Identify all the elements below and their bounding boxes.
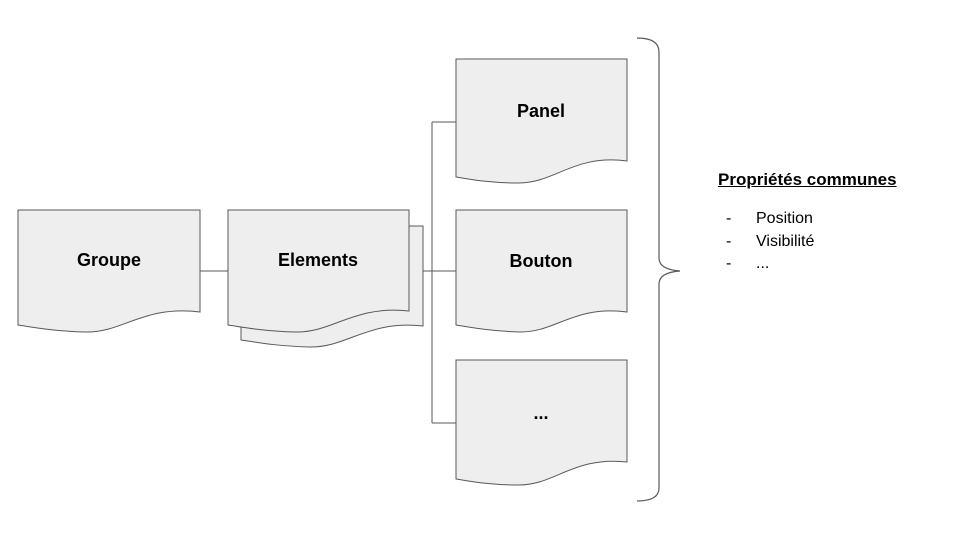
node-label-bouton: Bouton xyxy=(510,251,573,271)
document-shape xyxy=(455,209,628,333)
node-more: ... xyxy=(455,359,628,486)
common-properties: Propriétés communes - Position - Visibil… xyxy=(718,170,948,276)
document-shape xyxy=(455,58,628,184)
node-groupe: Groupe xyxy=(17,209,201,333)
node-elements: Elements xyxy=(227,209,424,348)
node-panel: Panel xyxy=(455,58,628,184)
node-label-more: ... xyxy=(533,403,548,423)
node-label-elements: Elements xyxy=(278,250,358,270)
node-label-panel: Panel xyxy=(517,101,565,121)
bullet-dash: - xyxy=(726,255,732,272)
properties-title: Propriétés communes xyxy=(718,170,897,189)
document-shape xyxy=(227,209,410,333)
curly-brace xyxy=(636,37,681,502)
list-item: - Position xyxy=(718,208,948,231)
property-label: ... xyxy=(756,255,770,272)
bullet-dash: - xyxy=(726,232,732,250)
document-shape xyxy=(17,209,201,333)
bullet-dash: - xyxy=(726,210,732,227)
list-item: - ... xyxy=(718,253,948,276)
property-label: Position xyxy=(756,210,813,227)
list-item: - Visibilité xyxy=(718,231,948,254)
properties-list: - Position - Visibilité - ... xyxy=(718,208,948,276)
node-label-groupe: Groupe xyxy=(77,250,141,270)
node-bouton: Bouton xyxy=(455,209,628,333)
document-shape xyxy=(455,359,628,486)
property-label: Visibilité xyxy=(756,232,815,250)
